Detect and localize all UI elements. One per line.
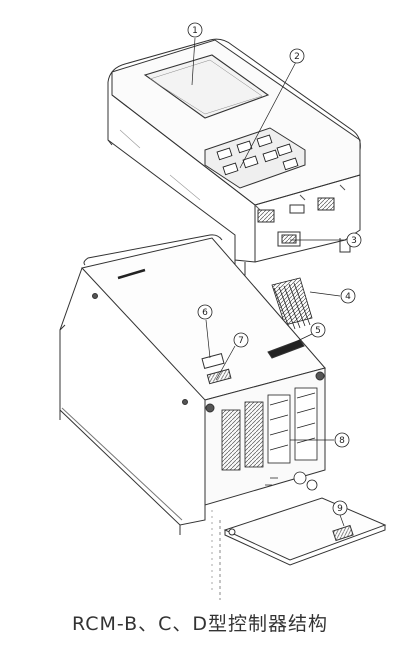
lower-housing — [59, 234, 326, 535]
callout-7: 7 — [233, 332, 249, 348]
callout-8: 8 — [334, 432, 350, 448]
callout-6: 6 — [197, 304, 213, 320]
bottom-cover-plate — [211, 497, 387, 600]
callout-9: 9 — [332, 500, 348, 516]
callout-3: 3 — [346, 232, 362, 248]
leader-lines — [191, 37, 346, 527]
svg-text:2: 2 — [294, 52, 300, 62]
svg-text:7: 7 — [238, 336, 244, 346]
svg-text:6: 6 — [202, 308, 208, 318]
svg-text:1: 1 — [192, 26, 198, 36]
terminal-connector-strip — [271, 277, 313, 331]
svg-text:4: 4 — [345, 292, 351, 302]
controller-exploded-diagram: 1 2 3 4 5 6 7 8 9 — [59, 22, 387, 600]
svg-text:5: 5 — [315, 326, 321, 336]
callout-1: 1 — [187, 22, 203, 38]
upper-cover — [107, 38, 361, 276]
svg-text:9: 9 — [337, 504, 343, 514]
svg-text:3: 3 — [351, 236, 357, 246]
svg-text:8: 8 — [339, 436, 345, 446]
callout-2: 2 — [289, 48, 305, 64]
callout-5: 5 — [310, 322, 326, 338]
callout-4: 4 — [340, 288, 356, 304]
figure-caption: RCM-B、C、D型控制器结构 — [71, 613, 329, 635]
